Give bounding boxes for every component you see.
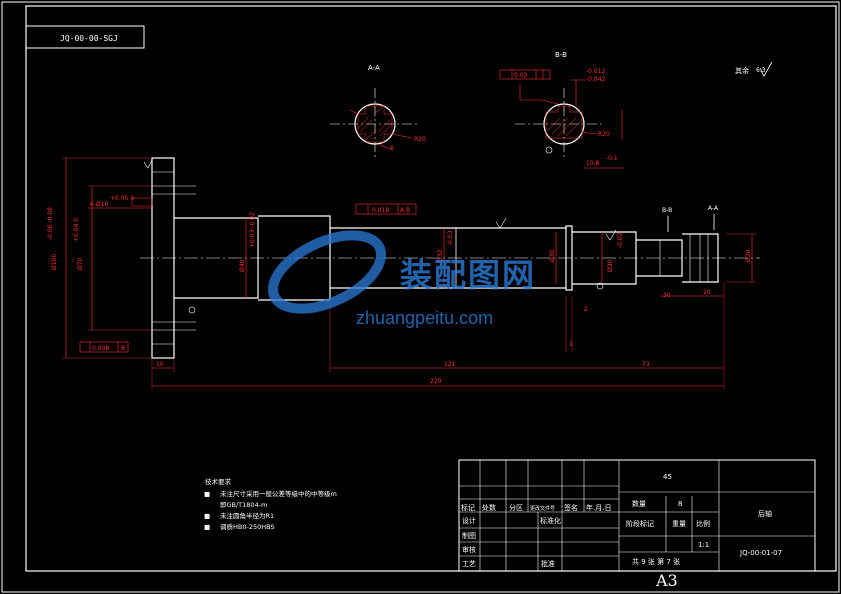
tech-item-1: 即GB/T1804-m <box>220 501 267 509</box>
watermark-cn: 装配图网 <box>400 257 537 293</box>
tb-scale: 1:1 <box>698 541 709 549</box>
dim-aa-r: R20 <box>414 136 426 143</box>
tb-design: 设计 <box>462 516 476 525</box>
dim-shaft3-d: Ø30 <box>549 249 556 262</box>
dim-shaft2-d: Ø32 <box>437 249 444 262</box>
tb-part-name: 后轴 <box>758 509 772 518</box>
dim-step-tol: +0.05 0 <box>110 195 134 202</box>
surface-rest-note: 其余 <box>735 66 749 75</box>
tb-sheets: 共 9 张 第 7 张 <box>632 557 680 566</box>
dim-step-d: 6-Ø16 <box>90 201 109 208</box>
dim-end3: 30 <box>663 292 671 299</box>
tol-bb-lower: -0.042 <box>586 76 606 83</box>
dim-end2: 20 <box>703 289 711 296</box>
dim-shaft1-tol: +0.03 -0.02 <box>249 212 256 248</box>
dim-flange-tol: -0.06 -0.08 <box>47 207 54 240</box>
tol-bb-upper: -0.012 <box>586 68 606 75</box>
tb-process: 工艺 <box>462 560 476 568</box>
tb-drawing-no: JQ-00-01-07 <box>739 549 782 557</box>
main-shaft-view <box>140 157 760 359</box>
marker-aa: A-A <box>708 205 719 212</box>
dim-total: 220 <box>430 378 442 385</box>
tech-item-2: 未注圆角半径为R1 <box>220 511 274 520</box>
tb-row-label-0: 标记 <box>461 503 475 512</box>
tech-bullet-1: ■ <box>204 512 210 520</box>
gd-flange-datum: B <box>121 345 125 352</box>
marker-bb: B-B <box>662 207 672 214</box>
tb-quantity-label: 数量 <box>632 499 646 508</box>
tb-material: 45 <box>663 473 672 481</box>
gd-flange: 0.038 <box>92 345 109 352</box>
roughness-marks <box>143 159 617 314</box>
section-bb-view: 0.03 -0.012 -0.042 R20 10.8 -0.1 <box>499 68 624 169</box>
tb-draw: 制图 <box>462 531 476 540</box>
watermark-en: zhuangpeitu.com <box>356 308 494 328</box>
tb-approve: 批准 <box>541 559 555 568</box>
dim-flange-w: 10 <box>156 361 164 368</box>
code-box <box>25 25 145 49</box>
gd-runout-datum: A B <box>400 207 410 214</box>
title-block <box>458 459 816 572</box>
watermark-logo-icon <box>267 230 387 314</box>
tb-quantity: 8 <box>678 500 682 508</box>
tech-bullet-0: ■ <box>204 490 210 498</box>
dim-flange-d: Ø100 <box>51 254 58 270</box>
tb-standardize: 标准化 <box>540 516 561 525</box>
tb-row-label-3: 更改文件号 <box>530 505 555 512</box>
tb-row-label-4: 签名 <box>564 503 578 512</box>
dim-recess-d: Ø70 <box>77 257 84 270</box>
tb-weight: 重量 <box>672 520 686 528</box>
dim-aa-width: 6 <box>390 145 394 152</box>
dim-bb-r: R20 <box>598 131 610 138</box>
tb-row-label-5: 年.月.日 <box>586 503 611 512</box>
tb-review: 审核 <box>462 545 476 554</box>
code-box-text: JQ-00-00-SGJ <box>60 34 118 43</box>
watermark: 装配图网 zhuangpeitu.com <box>262 228 582 338</box>
dimension-layer: Ø100 -0.06 -0.08 Ø70 +0.04 0 6-Ø16 +0.05… <box>47 157 756 390</box>
section-bb-label: B-B <box>555 51 567 59</box>
tb-scale-label: 比例 <box>696 519 710 528</box>
dim-len-73: 73 <box>642 361 650 368</box>
tech-item-3: 调质HB0-250HBS <box>220 522 275 531</box>
dim-recess-tol: +0.04 0 <box>73 218 80 242</box>
tech-item-0: 未注尺寸采用一般公差等级中的中等级m <box>220 489 337 498</box>
dim-end-d: Ø20 <box>745 249 752 262</box>
dim-groove2: 1 <box>569 341 573 348</box>
roughness-symbol <box>759 61 773 77</box>
section-aa-view: R20 6 <box>330 88 426 160</box>
dim-shaft4-d: Ø30 <box>607 259 614 272</box>
dim-len-121: 121 <box>444 361 456 368</box>
paper-size: A3 <box>655 571 678 590</box>
tb-stage-mark: 阶段标记 <box>626 519 654 528</box>
dim-shaft1-d: Ø40 <box>239 259 246 272</box>
tech-bullet-2: ■ <box>204 523 210 531</box>
dim-bb-depth: 10.8 <box>586 160 600 167</box>
section-aa-label: A-A <box>368 64 380 72</box>
gd-runout: 0.018 <box>372 207 389 214</box>
dim-groove: 2 <box>584 306 588 313</box>
dim-shaft4-tol: -0.02 <box>617 232 624 248</box>
tech-heading: 技术要求 <box>205 477 232 486</box>
tb-row-label-2: 分区 <box>509 503 523 512</box>
dim-bb-depth-tol: -0.1 <box>606 155 618 162</box>
inner-border <box>25 5 837 572</box>
tb-row-label-1: 处数 <box>482 503 496 512</box>
gd-bb-value: 0.03 <box>514 72 528 79</box>
dim-shaft2-tol: -0.03 <box>447 230 454 246</box>
